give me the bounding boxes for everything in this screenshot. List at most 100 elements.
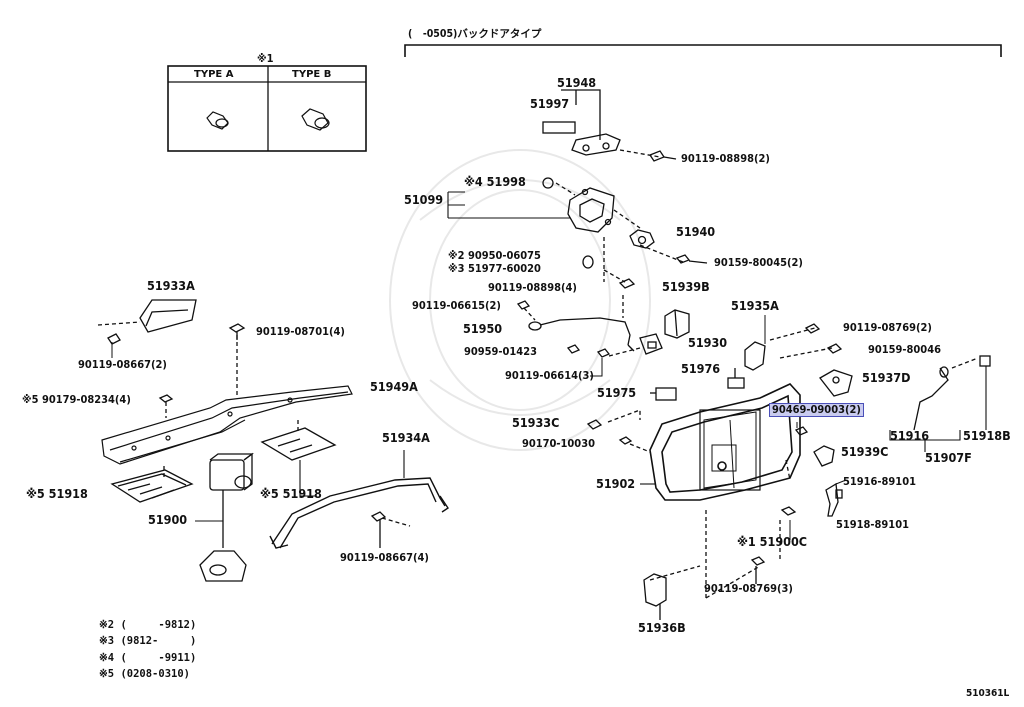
bolt-90469 — [794, 426, 809, 436]
part-label: 51949A — [370, 379, 418, 394]
part-51935a — [744, 341, 766, 371]
part-label: 90959-01423 — [464, 345, 537, 358]
part-label: 51933C — [512, 415, 560, 430]
part-51934a-bar — [269, 477, 449, 549]
part-51916-89101 — [825, 482, 839, 517]
part-label: ※5 51918 — [26, 486, 88, 501]
part-label: 51936B — [638, 620, 686, 635]
part-label: 90119-08898(4) — [488, 281, 577, 294]
clip-51918b — [979, 355, 991, 367]
part-label: 51933A — [147, 278, 195, 293]
part-51950-cable — [528, 317, 635, 352]
part-label: 90119-08898(2) — [681, 152, 770, 165]
part-label: 90119-08769(2) — [843, 321, 932, 334]
part-label: 90119-08769(3) — [704, 582, 793, 595]
figure-code: 510361L — [966, 688, 1010, 699]
part-label: 51930 — [688, 335, 728, 350]
bolt-90119-08701 — [228, 323, 246, 340]
part-label: ※3 51977-60020 — [448, 262, 541, 275]
part-51918-left-plate — [110, 469, 194, 503]
part-label: 51939C — [841, 444, 889, 459]
part-label: 51935A — [731, 298, 779, 313]
cap-51998 — [542, 177, 554, 189]
part-label: 51099 — [404, 192, 444, 207]
bolt-90119-08769-2 — [804, 323, 821, 334]
type-box-frame — [167, 65, 367, 152]
part-51918-middle-plate — [260, 420, 337, 461]
footnote: ※4 ( -9911) — [99, 652, 197, 664]
type-a-label: TYPE A — [194, 69, 234, 80]
bolt-90179 — [158, 394, 174, 403]
bolt-90119-08667-2 — [107, 333, 121, 345]
footnote: ※5 (0208-0310) — [99, 668, 190, 680]
part-51933a — [139, 299, 197, 333]
part-label: 51939B — [662, 279, 710, 294]
bolt-90119-08898-4 — [618, 278, 636, 289]
part-label: 90119-06615(2) — [412, 299, 501, 312]
part-51975 — [655, 387, 677, 401]
nut-90170 — [618, 436, 633, 445]
part-label: 51937D — [862, 370, 911, 385]
part-label: 90119-06614(3) — [505, 369, 594, 382]
part-label: 51940 — [676, 224, 716, 239]
backdoor-type-label: ( -0505)バックドアタイプ — [408, 28, 542, 40]
part-51902-carrier-frame — [649, 383, 801, 501]
part-label: 51976 — [681, 361, 721, 376]
part-label: 51902 — [596, 476, 636, 491]
part-51099-hinge — [567, 187, 615, 233]
part-51939b — [664, 309, 690, 339]
footnote: ※3 (9812- ) — [99, 635, 197, 647]
bolt-51933c — [586, 419, 603, 430]
part-label: 51997 — [530, 96, 570, 111]
part-label: 51918-89101 — [836, 518, 909, 531]
part-51907f-cable — [913, 366, 949, 431]
part-51976 — [727, 377, 745, 389]
type-a-nut-icon — [206, 111, 229, 130]
bolt-90159-80046 — [826, 343, 843, 354]
part-label: 51918B — [963, 428, 1011, 443]
part-label: 90119-08667(4) — [340, 551, 429, 564]
part-label: 90159-80046 — [868, 343, 941, 356]
part-51930-latch — [639, 333, 663, 355]
part-label-highlighted[interactable]: 90469-09003(2) — [769, 403, 864, 417]
part-label: 51950 — [463, 321, 503, 336]
type-box-mark: ※1 — [257, 52, 274, 65]
type-b-label: TYPE B — [292, 69, 332, 80]
part-label: 51907F — [925, 450, 972, 465]
footnote: ※2 ( -9812) — [99, 619, 197, 631]
bolt-90119-08898-2 — [649, 150, 677, 162]
part-label: 90159-80045(2) — [714, 256, 803, 269]
part-label: 51948 — [557, 75, 597, 90]
part-label: 51934A — [382, 430, 430, 445]
part-51937d — [819, 369, 853, 397]
bolt-90119-08667-4 — [370, 511, 387, 522]
nut-51900c — [780, 506, 797, 516]
part-label: 51916-89101 — [843, 475, 916, 488]
watermark-emblem — [389, 149, 651, 451]
part-label: 51916 — [890, 428, 930, 443]
part-label: 51900 — [148, 512, 188, 527]
part-label: 90119-08701(4) — [256, 325, 345, 338]
part-51949a-crossmember — [101, 385, 353, 465]
plug-90950 — [582, 255, 594, 269]
bolt-90959 — [566, 344, 581, 354]
part-51939c — [813, 445, 835, 467]
bolt-90159-80045 — [675, 254, 708, 264]
bolt-90119-06615 — [516, 300, 531, 310]
bolt-90119-08769-3 — [750, 556, 766, 566]
bolt-90119-06614 — [596, 347, 641, 358]
part-label: ※2 90950-06075 — [448, 249, 541, 262]
part-51936b — [643, 573, 667, 607]
type-b-nut-icon — [301, 108, 330, 131]
part-label: ※5 51918 — [260, 486, 322, 501]
part-label: 51975 — [597, 385, 637, 400]
part-label: ※1 51900C — [737, 534, 808, 549]
part-label: ※4 51998 — [464, 174, 526, 189]
part-51900-hoist — [199, 452, 254, 582]
part-label: 90170-10030 — [522, 437, 595, 450]
backdoor-type-bracket — [404, 44, 1002, 57]
part-label: 90119-08667(2) — [78, 358, 167, 371]
part-51940 — [629, 229, 655, 249]
